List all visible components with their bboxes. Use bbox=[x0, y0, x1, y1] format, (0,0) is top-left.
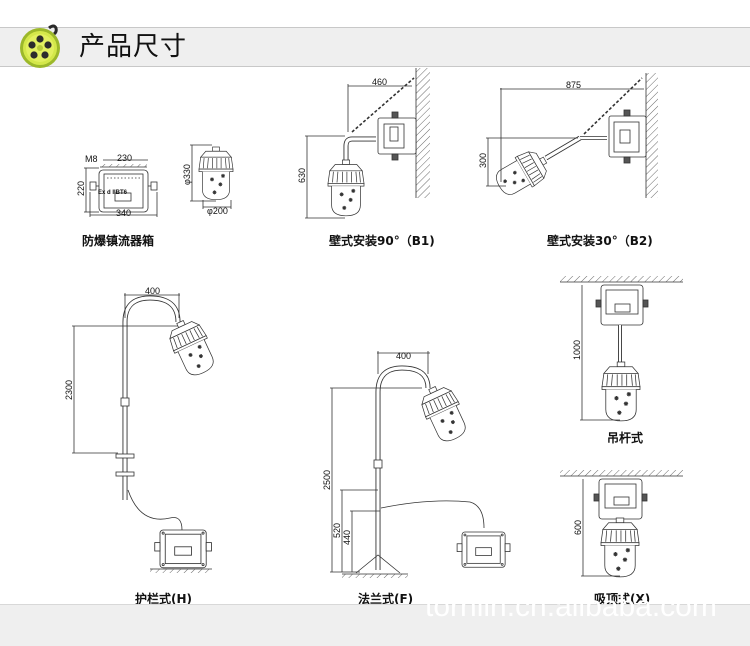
dim-flange-low-height: 440 bbox=[342, 530, 352, 545]
caption-ceiling-mount: 吸顶式(X) bbox=[594, 592, 651, 606]
dim-pendant-height: 1000 bbox=[572, 340, 582, 360]
section-header-bar bbox=[0, 27, 750, 67]
dim-guardrail-height: 2300 bbox=[64, 380, 74, 400]
dim-ballast-thread: M8 bbox=[85, 154, 98, 164]
watermark: tornlin.cn.alibaba.com bbox=[425, 590, 717, 623]
dim-wall90-reach: 460 bbox=[372, 77, 387, 87]
dim-flange-reach: 400 bbox=[396, 351, 411, 361]
wall-mount-30-diagram bbox=[486, 73, 658, 202]
caption-ballast-box: 防爆镇流器箱 bbox=[82, 234, 155, 248]
ballast-plate-text: Ex d IIBT6 bbox=[98, 190, 128, 196]
caption-flange-mount: 法兰式(F) bbox=[358, 592, 414, 606]
dim-lamp-diameter: φ200 bbox=[207, 206, 228, 216]
ballast-box-diagram bbox=[84, 159, 158, 217]
caption-wall-mount-30: 壁式安装30°（B2) bbox=[547, 234, 653, 248]
dim-flange-mid-height: 520 bbox=[332, 523, 342, 538]
flange-mount-diagram bbox=[330, 351, 511, 578]
dim-ballast-width-bottom: 340 bbox=[116, 208, 131, 218]
dim-ballast-height: 220 bbox=[76, 181, 86, 196]
film-reel-icon bbox=[20, 24, 60, 68]
page-title: 产品尺寸 bbox=[79, 32, 188, 62]
pendant-mount-diagram bbox=[560, 276, 683, 422]
dim-ballast-width-top: 230 bbox=[117, 153, 132, 163]
caption-guardrail-mount: 护栏式(H) bbox=[135, 592, 193, 606]
caption-pendant-mount: 吊杆式 bbox=[607, 431, 644, 445]
caption-wall-mount-90: 壁式安装90°（B1) bbox=[329, 234, 435, 248]
dim-wall30-height: 300 bbox=[478, 153, 488, 168]
dim-ceiling-height: 600 bbox=[573, 520, 583, 535]
dim-wall30-reach: 875 bbox=[566, 80, 581, 90]
lamp-diagram bbox=[190, 144, 234, 209]
dim-guardrail-reach: 400 bbox=[145, 286, 160, 296]
footer-band bbox=[0, 604, 750, 646]
ceiling-mount-diagram bbox=[560, 470, 683, 578]
dim-wall90-height: 630 bbox=[297, 168, 307, 183]
dim-lamp-height: φ330 bbox=[182, 164, 192, 185]
wall-mount-90-diagram bbox=[305, 68, 430, 219]
dim-flange-height: 2500 bbox=[322, 470, 332, 490]
guardrail-mount-diagram bbox=[72, 293, 221, 573]
